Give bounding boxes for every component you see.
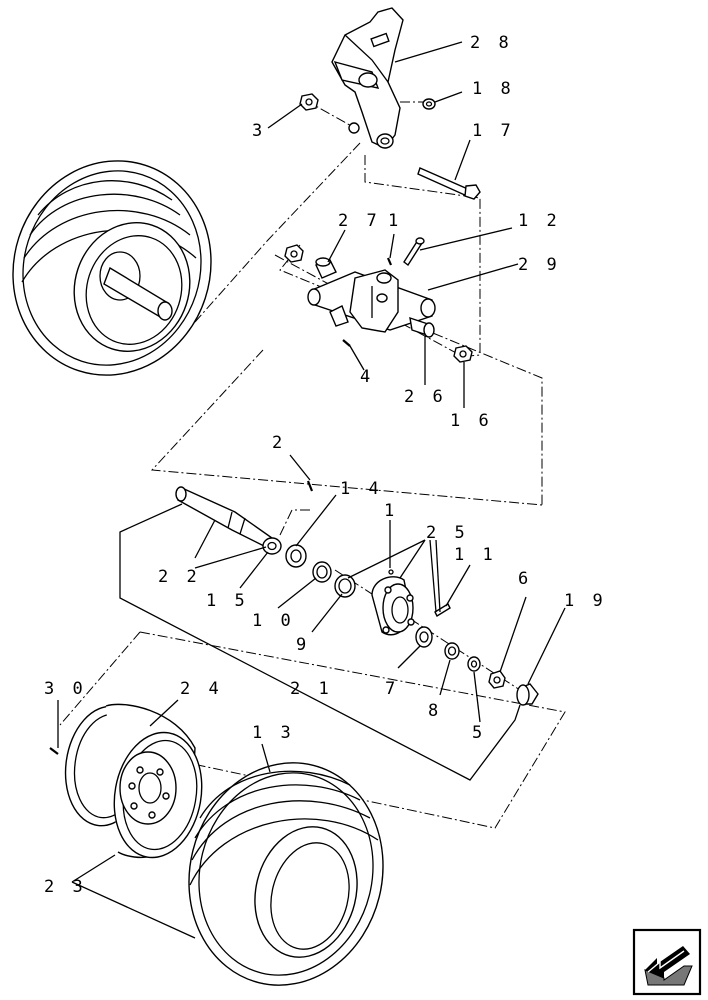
callout-15: 1 5 <box>206 591 249 611</box>
callout-13: 1 3 <box>252 723 295 743</box>
callout-29: 2 9 <box>518 255 561 275</box>
callout-12: 1 2 <box>518 211 561 231</box>
callout-22: 2 2 <box>158 567 201 587</box>
callout-1-upper: 1 <box>388 211 402 231</box>
callout-27: 2 7 <box>338 211 381 231</box>
callout-11: 1 1 <box>454 545 497 565</box>
callout-14: 1 4 <box>340 479 383 499</box>
callout-18: 1 8 <box>472 79 515 99</box>
wheel-rim-lower <box>49 703 203 859</box>
previous-page-arrow-icon <box>644 946 693 986</box>
part-nut-3 <box>299 93 319 111</box>
callout-5: 5 <box>472 723 486 743</box>
callout-24: 2 4 <box>180 679 223 699</box>
callout-9: 9 <box>296 635 310 655</box>
spindle-hub-assembly <box>175 480 539 706</box>
callout-7: 7 <box>385 679 399 699</box>
callout-25: 2 5 <box>426 523 469 543</box>
callout-23: 2 3 <box>44 877 87 897</box>
callout-17: 1 7 <box>472 121 515 141</box>
callout-19: 1 9 <box>564 591 607 611</box>
callout-30: 3 0 <box>44 679 87 699</box>
leader-lines <box>57 41 566 939</box>
previous-page-button[interactable] <box>632 928 702 996</box>
callout-labels: 2 8 1 8 3 1 7 2 7 1 1 2 2 9 4 2 6 1 6 2 … <box>44 33 607 897</box>
callout-16: 1 6 <box>450 411 493 431</box>
part-bolt-17 <box>417 167 481 200</box>
callout-21: 2 1 <box>290 679 333 699</box>
callout-4: 4 <box>360 367 374 387</box>
pivot-assembly <box>284 237 473 363</box>
callout-1-lower: 1 <box>384 501 398 521</box>
callout-8: 8 <box>428 701 442 721</box>
callout-10: 1 0 <box>252 611 295 631</box>
callout-26: 2 6 <box>404 387 447 407</box>
callout-2: 2 <box>272 433 286 453</box>
callout-3: 3 <box>252 121 266 141</box>
callout-28: 2 8 <box>470 33 513 53</box>
mounting-bracket <box>331 7 404 149</box>
tire-lower <box>188 762 384 986</box>
wheel-tire-assembly-upper <box>12 160 212 376</box>
part-washer-18 <box>422 98 436 110</box>
callout-6: 6 <box>518 569 532 589</box>
